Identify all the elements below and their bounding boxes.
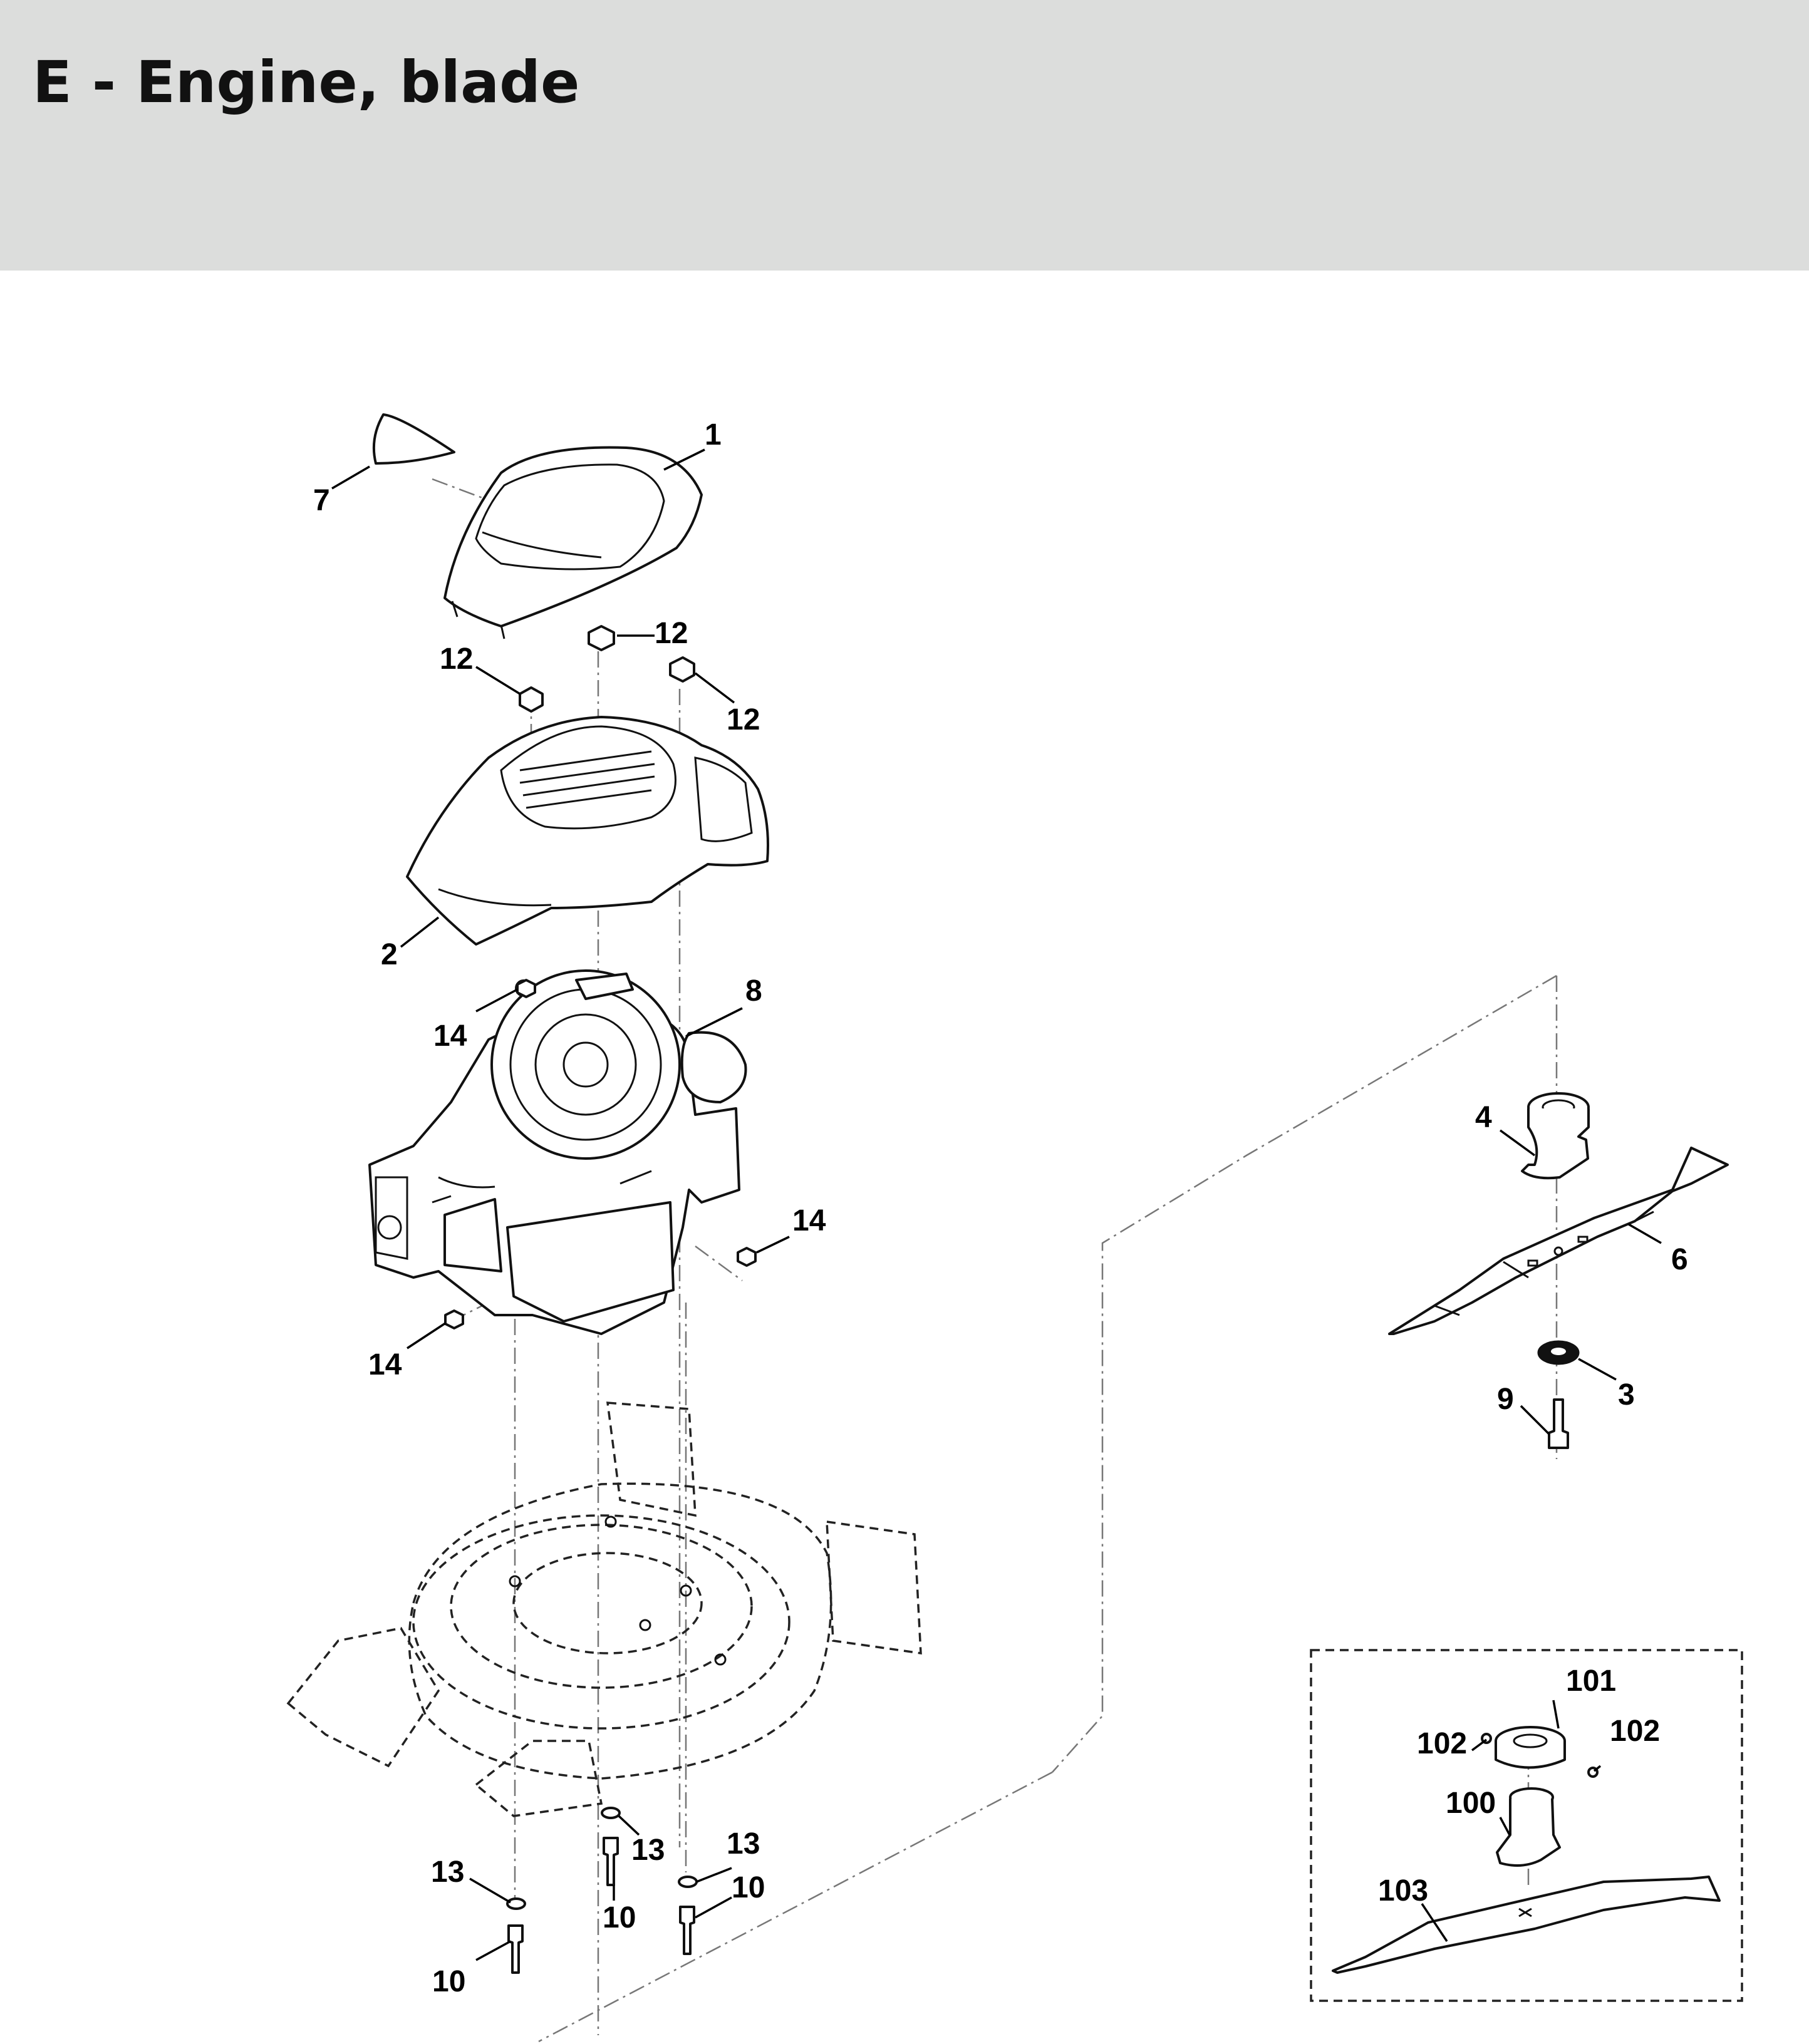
- callout-9: 9: [1497, 1383, 1514, 1416]
- mower-deck-phantom: [286, 1401, 922, 1817]
- callout-8: 8: [745, 974, 762, 1008]
- callout-13b: 13: [631, 1834, 665, 1867]
- part-10-screws: [507, 1837, 695, 1974]
- part-4-blade-adapter: [1521, 1092, 1590, 1180]
- part-13-washers: [506, 1807, 698, 1910]
- callout-2: 2: [381, 938, 398, 971]
- callout-14a: 14: [433, 1019, 467, 1053]
- callout-10c: 10: [432, 1965, 465, 1998]
- callout-12b: 12: [440, 643, 473, 676]
- part-12-nuts: [519, 625, 695, 713]
- callout-6: 6: [1671, 1243, 1688, 1276]
- part-3-spring-washer: [1537, 1340, 1580, 1365]
- callout-1: 1: [705, 418, 722, 452]
- part-1-upper-cover: [443, 446, 703, 639]
- callout-100: 100: [1446, 1787, 1496, 1820]
- callout-leaders: [331, 448, 1662, 1961]
- callout-10b: 10: [732, 1871, 765, 1904]
- callout-12a: 12: [655, 617, 688, 650]
- header-band: E - Engine, blade: [0, 0, 1809, 271]
- blade-kit-box: [1310, 1649, 1743, 2002]
- part-7-label-sticker: [372, 413, 455, 465]
- part-2-engine-shroud: [406, 716, 769, 946]
- part-8-engine: [368, 969, 747, 1335]
- callout-4: 4: [1475, 1101, 1492, 1134]
- part-14-nuts: [444, 979, 757, 1329]
- callout-13a: 13: [431, 1856, 464, 1889]
- callout-102a: 102: [1417, 1727, 1467, 1760]
- callout-7: 7: [313, 484, 330, 517]
- callout-103: 103: [1378, 1874, 1428, 1907]
- callout-3: 3: [1618, 1378, 1635, 1412]
- callout-10a: 10: [603, 1901, 636, 1934]
- callout-numbers: 1 7 12 12 12 2 8 14 14 14 4 6 3 9 13 13 …: [313, 418, 1688, 1998]
- part-9-bolt: [1548, 1398, 1569, 1449]
- callout-102b: 102: [1610, 1715, 1660, 1748]
- callout-14c: 14: [368, 1348, 402, 1381]
- callout-13c: 13: [727, 1827, 760, 1861]
- callout-14b: 14: [792, 1204, 826, 1237]
- part-6-blade: [1388, 1147, 1729, 1335]
- callout-101: 101: [1566, 1665, 1616, 1698]
- page-title: E - Engine, blade: [33, 49, 580, 116]
- callout-12c: 12: [727, 703, 760, 736]
